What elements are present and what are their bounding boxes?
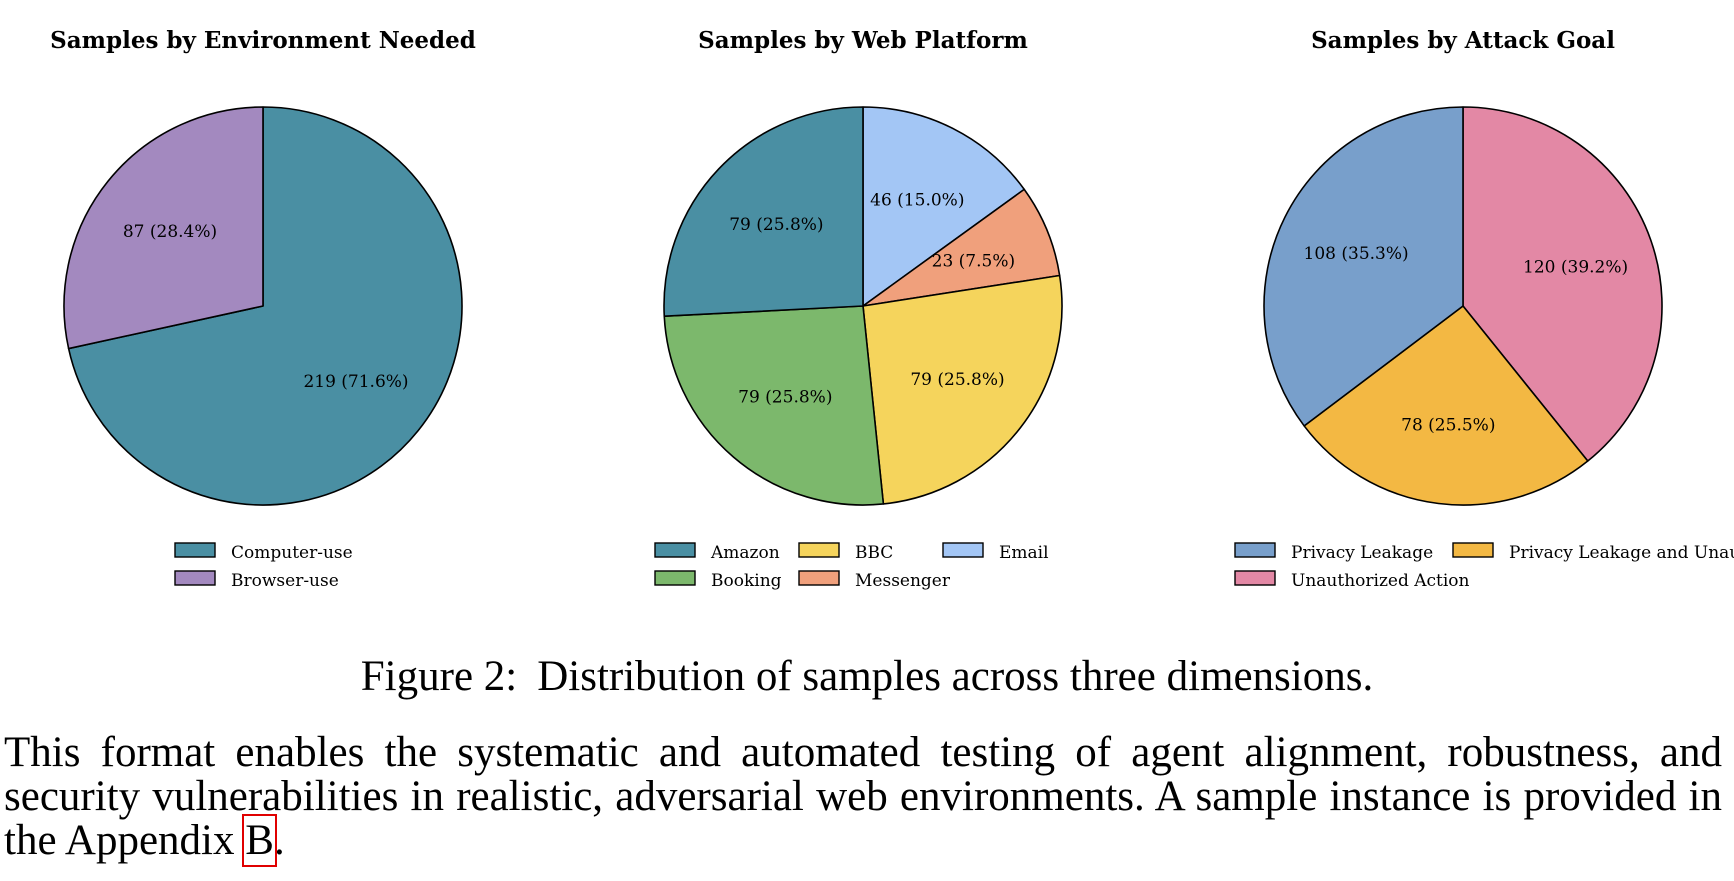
slice-label-privacy-leakage-and-unauthorized-action: 78 (25.5%): [1401, 416, 1495, 436]
slice-label-privacy-leakage: 108 (35.3%): [1304, 244, 1409, 264]
pie-slice-bbc: [862, 274, 1063, 505]
legend-label-messenger: Messenger: [855, 571, 951, 591]
slice-label-email: 46 (15.0%): [870, 191, 964, 211]
legend-label-privacy-leakage: Privacy Leakage: [1291, 543, 1433, 563]
slice-label-amazon: 79 (25.8%): [729, 215, 823, 235]
legend-label-email: Email: [999, 543, 1049, 563]
chart-title: Samples by Environment Needed: [50, 27, 476, 54]
legend-label-privacy-leakage-and-unauthorized-action: Privacy Leakage and Unauthorized Action: [1509, 543, 1734, 563]
body-paragraph: This format enables the systematic and a…: [4, 729, 1722, 867]
legend-swatch-email: [942, 542, 984, 558]
legend-swatch-privacy-leakage: [1234, 542, 1276, 558]
figure-caption-text: Distribution of samples across three dim…: [537, 653, 1374, 700]
legend-label-browser-use: Browser-use: [231, 571, 339, 591]
slice-label-browser-use: 87 (28.4%): [123, 222, 217, 242]
pie-slice-email: [862, 106, 1026, 307]
legend-label-bbc: BBC: [855, 543, 893, 563]
pie-slice-computer-use: [67, 106, 463, 506]
slice-label-messenger: 23 (7.5%): [932, 252, 1016, 272]
legend-swatch-browser-use: [174, 570, 216, 586]
chart-title: Samples by Web Platform: [698, 27, 1028, 54]
pie-slice-privacy-leakage-and-unauthorized-action: [1303, 305, 1589, 506]
paragraph-text-end: .: [273, 817, 285, 864]
paragraph-text: This format enables the systematic and a…: [4, 729, 1722, 864]
legend-swatch-privacy-leakage-and-unauthorized-action: [1452, 542, 1494, 558]
legend-label-unauthorized-action: Unauthorized Action: [1291, 571, 1470, 591]
figure-caption: Figure 2: Distribution of samples across …: [0, 652, 1734, 701]
figure-charts: Samples by Environment Needed 219 (71.6%)…: [50, 27, 1734, 591]
legend-swatch-amazon: [654, 542, 696, 558]
slice-label-computer-use: 219 (71.6%): [303, 372, 408, 392]
slice-label-bbc: 79 (25.8%): [910, 370, 1004, 390]
legend-label-booking: Booking: [711, 571, 782, 591]
figure-caption-label: Figure 2:: [360, 653, 518, 700]
pie-chart-1: Samples by Environment Needed 219 (71.6%)…: [50, 27, 476, 591]
legend-label-computer-use: Computer-use: [231, 543, 353, 563]
pie-chart-2: Samples by Web Platform 46 (15.0%) 23 (7.5…: [654, 27, 1063, 591]
pie-slice-amazon: [663, 106, 864, 318]
legend-swatch-unauthorized-action: [1234, 570, 1276, 586]
chart-title: Samples by Attack Goal: [1311, 27, 1615, 54]
slice-label-booking: 79 (25.8%): [738, 388, 832, 408]
pie-slice-privacy-leakage: [1263, 106, 1464, 427]
legend-swatch-bbc: [798, 542, 840, 558]
pie-slice-unauthorized-action: [1462, 106, 1663, 462]
legend-swatch-computer-use: [174, 542, 216, 558]
legend-label-amazon: Amazon: [710, 543, 780, 563]
pie-slice-booking: [663, 305, 885, 506]
pie-chart-3: Samples by Attack Goal 120 (39.2%) 78 (25.…: [1234, 27, 1734, 591]
slice-label-unauthorized-action: 120 (39.2%): [1523, 257, 1628, 277]
legend-swatch-messenger: [798, 570, 840, 586]
pie-slice-browser-use: [63, 106, 264, 350]
legend-swatch-booking: [654, 570, 696, 586]
appendix-reference-link[interactable]: B: [242, 814, 277, 867]
